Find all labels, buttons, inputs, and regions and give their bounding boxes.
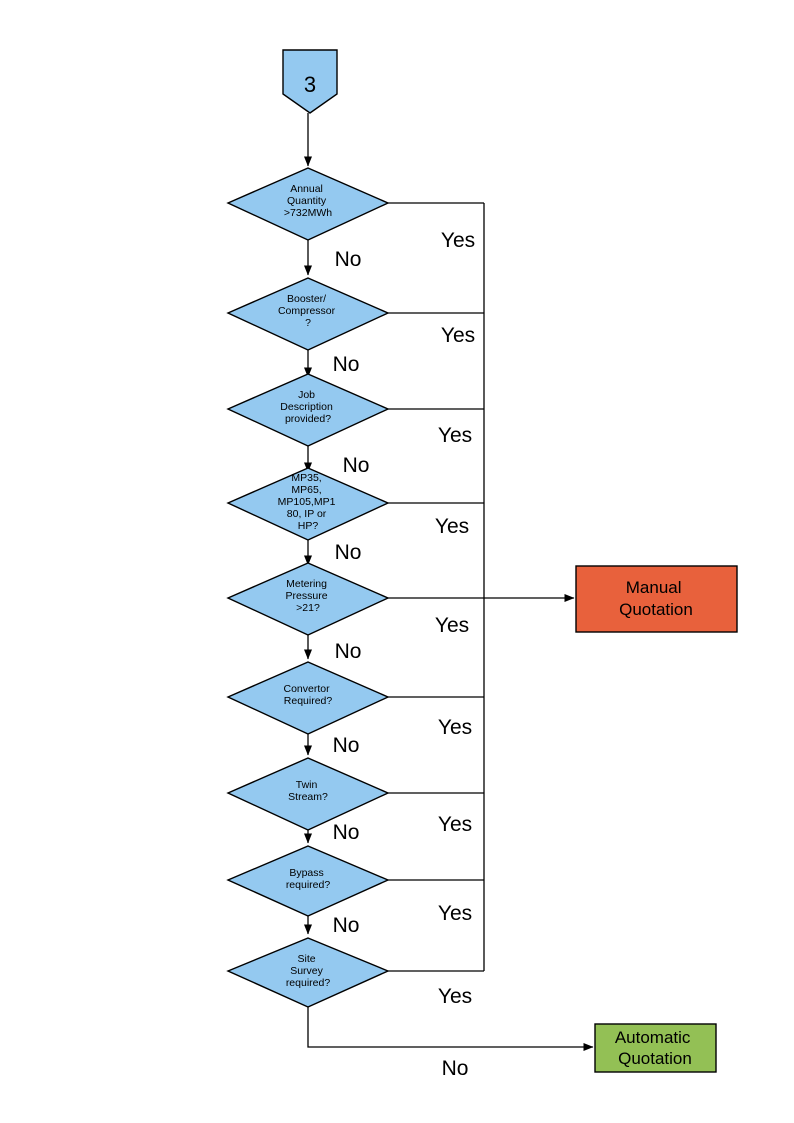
edge-site-survey-no bbox=[307, 1007, 594, 1051]
label-convertor-required-yes: Yes bbox=[438, 716, 472, 739]
label-booster-compressor-no: No bbox=[333, 353, 360, 376]
start-connector-label: 3 bbox=[304, 72, 316, 97]
terminal-manual-quotation[interactable] bbox=[575, 565, 738, 633]
label-job-description-yes: Yes bbox=[438, 424, 472, 447]
decision-pressure-tier-label: MP35, MP65, MP105,MP1 80, IP or HP? bbox=[278, 472, 339, 532]
decision-bypass-required-label: Bypass required? bbox=[286, 867, 331, 891]
decision-site-survey-label: Site Survey required? bbox=[286, 953, 331, 989]
label-site-survey-yes: Yes bbox=[438, 985, 472, 1008]
label-pressure-tier-yes: Yes bbox=[435, 515, 469, 538]
decision-twin-stream-label: Twin Stream? bbox=[288, 779, 328, 803]
label-job-description-no: No bbox=[343, 454, 370, 477]
terminal-automatic-quotation[interactable] bbox=[594, 1023, 717, 1073]
decision-metering-pressure-label: Metering Pressure >21? bbox=[286, 578, 331, 614]
label-annual-quantity-no: No bbox=[335, 248, 362, 271]
label-annual-quantity-yes: Yes bbox=[441, 229, 475, 252]
label-bypass-required-yes: Yes bbox=[438, 902, 472, 925]
decision-job-description-label: Job Description provided? bbox=[280, 389, 335, 425]
label-bypass-required-no: No bbox=[333, 914, 360, 937]
label-site-survey-no: No bbox=[442, 1057, 469, 1080]
label-convertor-required-no: No bbox=[333, 734, 360, 757]
terminal-manual-quotation-label: Manual Quotation bbox=[619, 578, 693, 619]
label-twin-stream-no: No bbox=[333, 821, 360, 844]
label-pressure-tier-no: No bbox=[335, 541, 362, 564]
decision-convertor-required-label: Convertor Required? bbox=[283, 683, 332, 707]
terminal-automatic-quotation-label: Automatic Quotation bbox=[615, 1028, 695, 1068]
label-booster-compressor-yes: Yes bbox=[441, 324, 475, 347]
start-connector-3[interactable] bbox=[282, 49, 338, 114]
label-twin-stream-yes: Yes bbox=[438, 813, 472, 836]
decision-annual-quantity-label: Annual Quantity >732MWh bbox=[284, 183, 332, 219]
decision-booster-compressor-label: Booster/ Compressor ? bbox=[278, 293, 338, 329]
label-metering-pressure-no: No bbox=[335, 640, 362, 663]
label-metering-pressure-yes: Yes bbox=[435, 614, 469, 637]
